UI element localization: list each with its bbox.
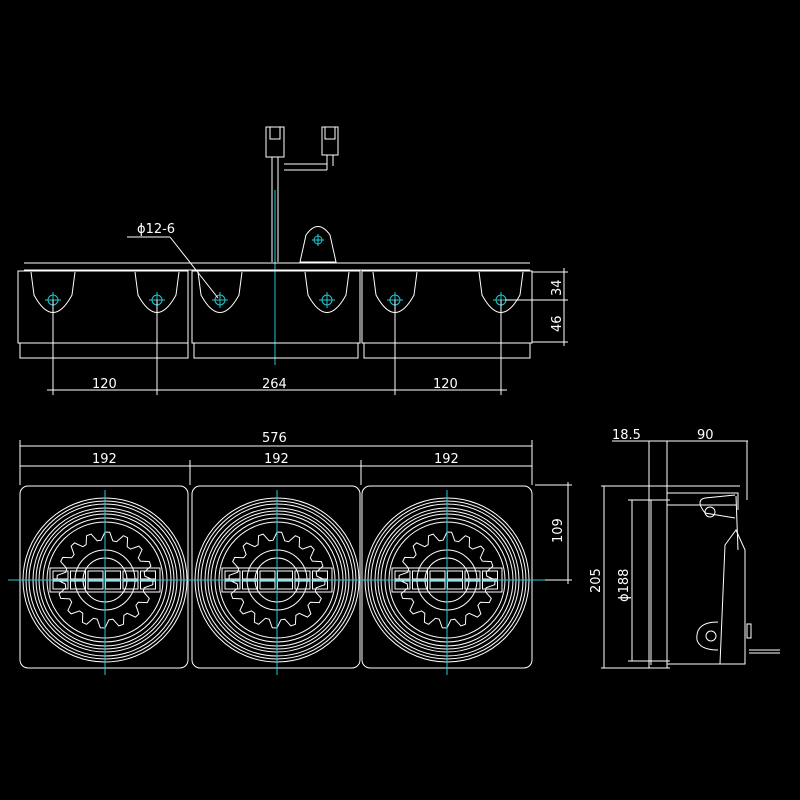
led-cell (224, 570, 241, 580)
led-cell (312, 580, 328, 590)
led-cell (140, 570, 156, 580)
led-cell (70, 570, 86, 580)
led-cell (482, 570, 498, 580)
led-cell (140, 580, 156, 590)
dim-section-1: 192 (92, 452, 117, 467)
led-cell (52, 570, 69, 580)
front-dimensions (19, 440, 572, 584)
led-cell (394, 570, 411, 580)
led-cell (294, 580, 311, 590)
led-cell (277, 570, 293, 580)
led-cell (242, 570, 258, 580)
mounting-holes (30, 271, 524, 313)
led-cell (242, 580, 258, 590)
dim-hole-mid: 264 (262, 377, 287, 392)
connector-harness (265, 126, 339, 263)
led-cell (277, 580, 293, 590)
dim-diameter: ϕ188 (617, 569, 632, 602)
led-cell (312, 570, 328, 580)
led-cell (482, 580, 498, 590)
dim-section-3: 192 (434, 452, 459, 467)
led-cell (259, 570, 276, 580)
housing-top (17, 262, 533, 359)
led-cell (412, 570, 428, 580)
mounting-hole (197, 271, 243, 313)
dim-hole-left: 120 (92, 377, 117, 392)
hole-leader (169, 236, 219, 299)
front-view: 576 192 192 192 109 (8, 431, 572, 675)
lamp-housing (191, 485, 361, 669)
dim-half-height: 109 (551, 518, 566, 543)
hole-label: ϕ12-6 (137, 222, 175, 237)
dim-hole-right: 120 (433, 377, 458, 392)
led-cell (412, 580, 428, 590)
led-cell (294, 570, 311, 580)
led-cell (429, 580, 446, 590)
led-cell (87, 570, 104, 580)
hole-boss (197, 271, 243, 313)
led-cell (105, 580, 121, 590)
led-cell (394, 580, 411, 590)
led-cell (105, 570, 121, 580)
led-cell (122, 580, 139, 590)
hole-boss (304, 271, 350, 313)
top-view: ϕ12-6 120 264 120 34 46 (17, 126, 568, 395)
led-cell (447, 580, 463, 590)
led-cell (259, 580, 276, 590)
led-cell (87, 580, 104, 590)
led-cell (447, 570, 463, 580)
dim-lens-depth: 18.5 (612, 428, 641, 443)
dim-body-depth: 90 (697, 428, 714, 443)
top-dimensions (47, 268, 568, 395)
led-cell (464, 580, 481, 590)
led-cell (429, 570, 446, 580)
led-cell (224, 580, 241, 590)
lamp-housing (19, 485, 189, 669)
dim-total-width: 576 (262, 431, 287, 446)
led-cell (52, 580, 69, 590)
mounting-hole (304, 271, 350, 313)
side-view (601, 440, 780, 669)
led-cell (122, 570, 139, 580)
led-cell (70, 580, 86, 590)
dim-height: 205 (589, 568, 604, 593)
bracket-hole-icon (312, 234, 324, 246)
dim-upper: 34 (550, 279, 565, 296)
dim-section-2: 192 (264, 452, 289, 467)
led-cell (464, 570, 481, 580)
dim-lower: 46 (550, 315, 565, 332)
